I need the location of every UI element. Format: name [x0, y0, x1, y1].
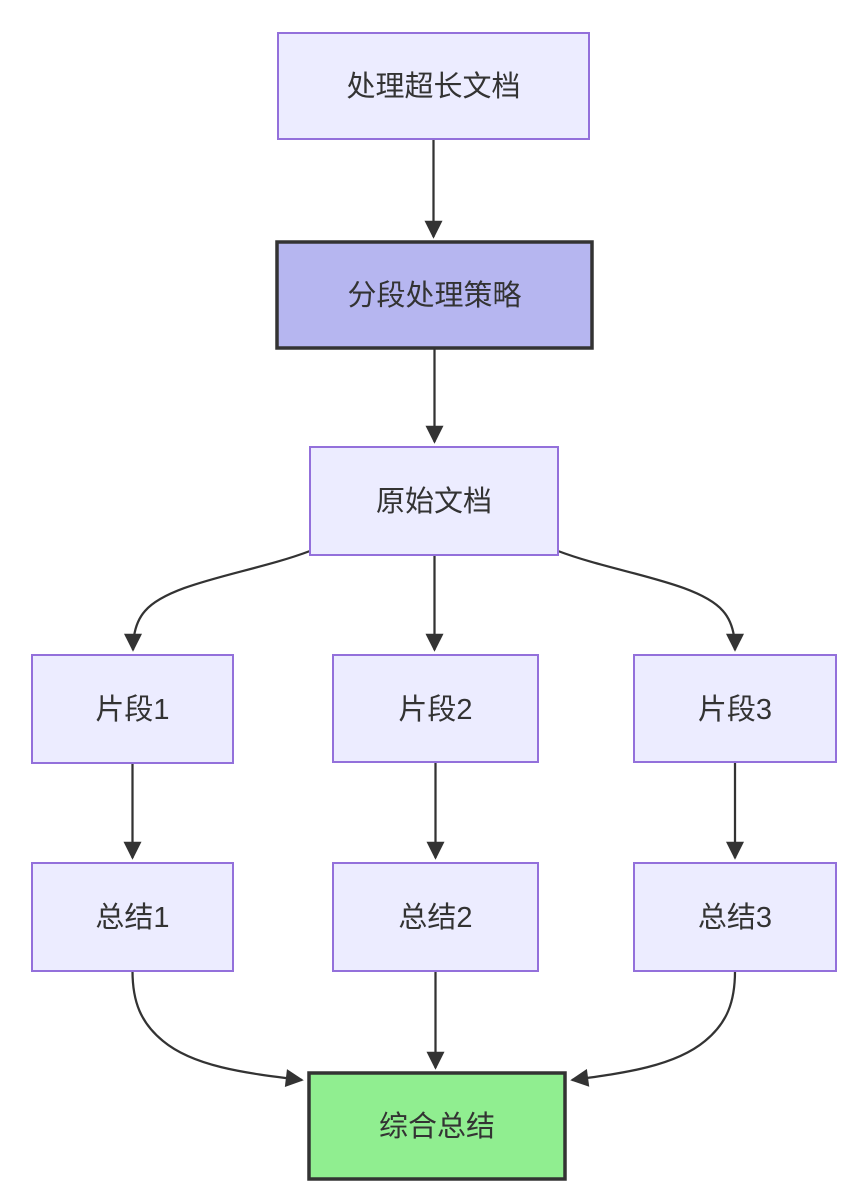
- node-fragment-2-label: 片段2: [398, 693, 472, 726]
- node-handle-long-document-box: [277, 32, 590, 140]
- node-final-summary-label: 综合总结: [379, 1110, 495, 1143]
- edge-summary-1-to-final: [131, 970, 304, 1088]
- node-fragment-3-label: 片段3: [698, 693, 772, 726]
- node-segmentation-strategy-label: 分段处理策略: [347, 279, 521, 312]
- node-summary-2-label: 总结2: [398, 901, 472, 934]
- edge-original-to-fragment-1: [124, 549, 311, 652]
- node-fragment-2-box: [332, 654, 539, 763]
- node-original-document-box: [309, 446, 559, 556]
- node-fragment-3-box: [633, 654, 837, 763]
- node-handle-long-document-label: 处理超长文档: [346, 70, 520, 103]
- node-original-document-label: 原始文档: [376, 485, 492, 518]
- node-original-document: 原始文档: [309, 446, 559, 556]
- node-handle-long-document: 处理超长文档: [277, 32, 590, 140]
- node-fragment-1: 片段1: [31, 654, 234, 764]
- node-final-summary-box: [307, 1071, 567, 1181]
- node-summary-1: 总结1: [31, 862, 234, 972]
- node-summary-3-box: [633, 862, 837, 972]
- edge-summary-3-to-final: [570, 970, 737, 1087]
- node-segmentation-strategy: 分段处理策略: [275, 240, 594, 350]
- node-summary-2: 总结2: [332, 862, 539, 972]
- node-summary-1-box: [31, 862, 234, 972]
- node-summary-3: 总结3: [633, 862, 837, 972]
- node-segmentation-strategy-box: [275, 240, 594, 350]
- node-final-summary: 综合总结: [307, 1071, 567, 1181]
- node-fragment-1-box: [31, 654, 234, 764]
- node-fragment-1-label: 片段1: [95, 693, 169, 726]
- node-fragment-2: 片段2: [332, 654, 539, 763]
- node-summary-3-label: 总结3: [698, 901, 772, 934]
- node-fragment-3: 片段3: [633, 654, 837, 763]
- node-summary-1-label: 总结1: [95, 901, 169, 934]
- node-summary-2-box: [332, 862, 539, 972]
- edge-original-to-fragment-3: [557, 549, 744, 652]
